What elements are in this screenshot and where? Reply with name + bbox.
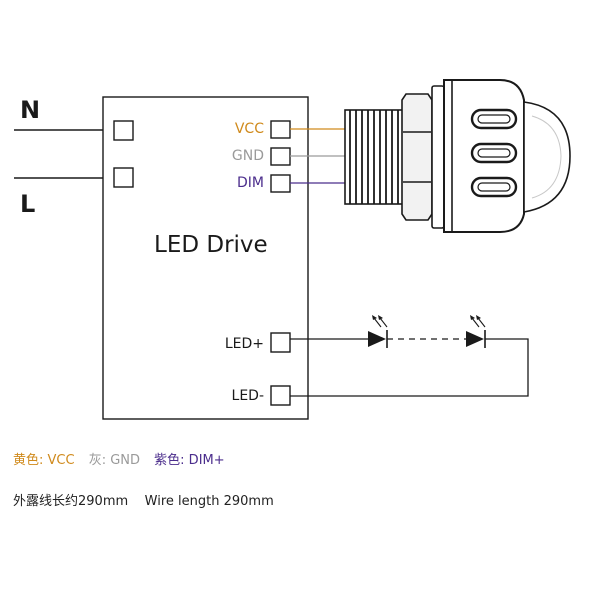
light-arrows-icon (470, 315, 486, 328)
wire-length-note: 外露线长约290mm Wire length 290mm (13, 490, 274, 509)
dim-label: DIM (237, 175, 264, 191)
led-diode-icon (466, 330, 486, 348)
led-plus-label: LED+ (225, 336, 264, 352)
wire-length-cn: 外露线长约290mm (13, 494, 129, 509)
vcc-label: VCC (235, 121, 264, 137)
l-label: L (20, 190, 35, 218)
wire-length-en: Wire length 290mm (144, 494, 274, 509)
legend-yellow: 黄色: VCC (13, 453, 75, 468)
gnd-terminal (270, 147, 291, 166)
led-diode-icon (368, 330, 388, 348)
l-terminal (113, 167, 134, 188)
gnd-label: GND (232, 148, 264, 164)
light-arrows-icon (372, 315, 388, 328)
led-minus-terminal (270, 385, 291, 406)
color-legend: 黄色: VCC 灰: GND 紫色: DIM+ (13, 449, 235, 468)
led-return-wire (290, 338, 529, 397)
led-minus-label: LED- (232, 388, 264, 404)
driver-title: LED Drive (154, 232, 268, 258)
n-terminal (113, 120, 134, 141)
legend-gray: 灰: GND (88, 453, 141, 468)
sensor-device-icon (344, 79, 571, 233)
n-label: N (20, 96, 40, 124)
vcc-terminal (270, 120, 291, 139)
led-plus-terminal (270, 332, 291, 353)
legend-purple: 紫色: DIM+ (154, 453, 225, 468)
dim-terminal (270, 174, 291, 193)
led-driver-box (102, 96, 309, 420)
